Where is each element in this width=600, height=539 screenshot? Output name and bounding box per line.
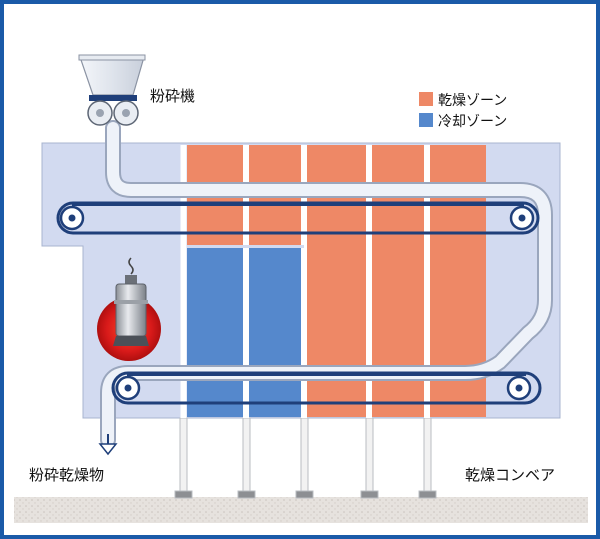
cooling-zone-panel (187, 248, 243, 417)
crusher-label: 粉砕機 (150, 87, 195, 105)
hopper-crusher-icon (78, 54, 146, 126)
heater-lamp-icon (97, 257, 161, 361)
discharge-arrow-icon (98, 434, 118, 456)
legend-swatch-cooling (419, 113, 433, 127)
legend-label-drying: 乾燥ゾーン (438, 93, 507, 109)
upper-conveyor-belt (56, 201, 540, 235)
lower-conveyor-belt (111, 371, 542, 405)
crushed-dried-product-label: 粉砕乾燥物 (29, 466, 104, 484)
drying-conveyor-label: 乾燥コンベア (465, 466, 555, 484)
legend-label-cooling: 冷却ゾーン (438, 114, 507, 130)
support-legs (174, 417, 437, 499)
floor (14, 497, 588, 523)
cooling-zone-panel (249, 248, 301, 417)
legend: 乾燥ゾーン 冷却ゾーン (419, 92, 507, 130)
cooling-zones (187, 248, 301, 417)
legend-swatch-drying (419, 92, 433, 106)
